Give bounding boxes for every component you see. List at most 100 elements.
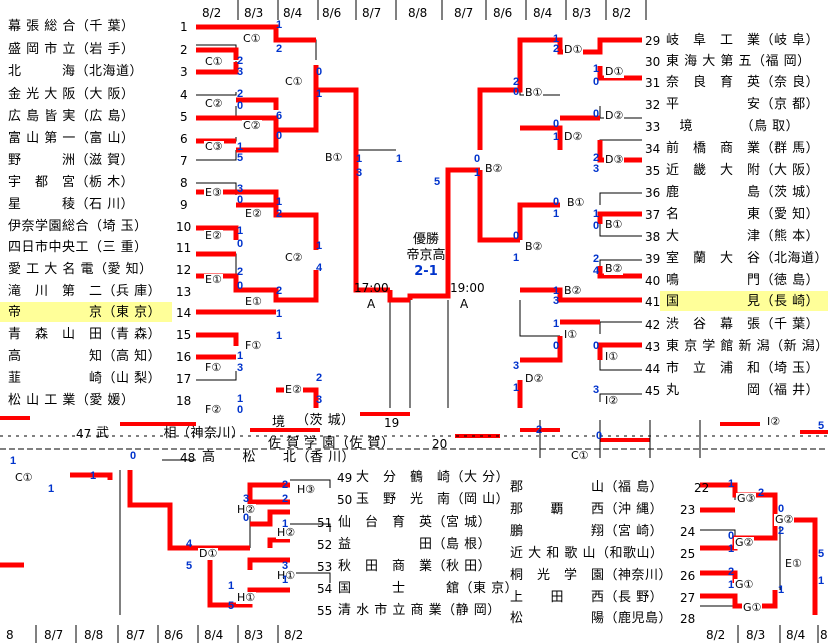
- score: 0: [237, 100, 244, 112]
- score: 1: [553, 33, 560, 45]
- date: 8: [6, 628, 14, 642]
- match-label: D②: [604, 109, 625, 122]
- team-name: 宇 都 宮（栃 木）: [8, 175, 135, 190]
- match-label: I①: [604, 350, 620, 363]
- team-name: 秋 田 商 業（秋 田）: [338, 559, 492, 574]
- team-name: 境 （鳥 取）: [666, 119, 800, 134]
- team-number: 4: [180, 88, 188, 102]
- date: 8/2: [284, 628, 304, 642]
- score: 0: [593, 340, 600, 352]
- score: 1: [553, 318, 560, 330]
- score: 2: [276, 43, 283, 55]
- team-number: 19: [384, 416, 400, 430]
- team-number: 11: [176, 241, 192, 255]
- team-name: 幕 張 総 合（千 葉）: [8, 19, 135, 34]
- team-name: 近 畿 大 附（大 阪）: [666, 163, 820, 178]
- match-label: C①: [284, 75, 304, 88]
- team-number: 47: [76, 427, 92, 441]
- score: 1: [276, 308, 283, 320]
- date: 8/8: [84, 628, 104, 642]
- team-name: 那 覇 西（沖 縄）: [510, 502, 664, 517]
- match-label: B①: [566, 196, 586, 209]
- match-label: H①: [276, 569, 297, 582]
- team-name: 韮 崎（山 梨）: [8, 371, 162, 386]
- team-name: 平 安（京 都）: [666, 97, 820, 112]
- score: 1: [276, 330, 283, 342]
- team-number: 27: [680, 591, 696, 605]
- match-label: G①: [734, 578, 755, 591]
- score: 0: [237, 238, 244, 250]
- score: 1: [474, 167, 481, 179]
- score: 1: [282, 518, 289, 530]
- match-label: E②: [244, 207, 263, 220]
- team-name: 丸 岡（福 井）: [666, 383, 820, 398]
- team-number: 55: [317, 604, 333, 618]
- final-title: 優勝: [412, 232, 439, 247]
- score: 3: [513, 360, 520, 372]
- date: 8/7: [454, 6, 474, 20]
- team-name-champion: 帝 京（東 京）: [8, 305, 162, 320]
- team-name-fragment: 佐 賀 学 園（佐 賀）: [268, 436, 395, 451]
- match-label: G③: [736, 492, 757, 505]
- date: 8/3: [746, 628, 766, 642]
- team-name: 大 津（熊 本）: [666, 229, 820, 244]
- score: 3: [237, 362, 244, 374]
- team-name: 広 島 皆 実（広 島）: [8, 109, 135, 124]
- match-label: C②: [284, 251, 304, 264]
- score: 0: [778, 503, 785, 515]
- team-number: 12: [176, 263, 192, 277]
- match-label: E②: [204, 229, 223, 242]
- score: 0: [596, 430, 603, 442]
- semifinal-venue: A: [367, 297, 376, 311]
- team-number: 16: [176, 350, 192, 364]
- team-name: 高 松 北（香 川）: [202, 450, 356, 465]
- team-name: 北 海（北海道）: [8, 64, 144, 79]
- date: 8/4: [533, 6, 553, 20]
- team-name: 玉 野 光 南（岡 山）: [356, 492, 510, 507]
- team-number: 40: [645, 274, 661, 288]
- team-number: 29: [645, 34, 661, 48]
- team-number: 51: [317, 516, 333, 530]
- team-name: 鳴 門（徳 島）: [666, 273, 820, 288]
- match-label: E①: [784, 557, 803, 570]
- match-label: B①: [604, 218, 624, 231]
- score: 2: [282, 479, 289, 491]
- glitch-black: [0, 420, 828, 458]
- match-label: C①: [14, 471, 34, 484]
- team-name: 上 田 西（長 野）: [510, 590, 664, 605]
- team-number: 32: [645, 98, 661, 112]
- score: 4: [593, 265, 600, 277]
- score: 5: [228, 600, 235, 612]
- score: 2: [553, 43, 560, 55]
- team-name: 松 陽（鹿児島）: [510, 611, 673, 626]
- team-number: 7: [180, 154, 188, 168]
- team-name: 鹿 島（茨 城）: [666, 185, 820, 200]
- score: 3: [282, 560, 289, 572]
- team-name: 岐 阜 工 業（岐 阜）: [666, 33, 820, 48]
- score: 2: [316, 372, 323, 384]
- match-label: D③: [604, 153, 625, 166]
- score: 3: [237, 183, 244, 195]
- team-name: 国 士 舘（東 京）: [338, 581, 519, 596]
- score: 1: [728, 543, 735, 555]
- team-name: 近 大 和 歌 山（和歌山）: [510, 546, 664, 561]
- team-number: 37: [645, 208, 661, 222]
- score: 1: [316, 240, 323, 252]
- match-label: F②: [204, 403, 223, 416]
- team-number: 52: [317, 538, 333, 552]
- team-number: 39: [645, 252, 661, 266]
- team-name: 愛 工 大 名 電（愛 知）: [8, 262, 153, 277]
- score: 0: [593, 108, 600, 120]
- team-number: 8: [180, 176, 188, 190]
- score: 4: [186, 538, 193, 550]
- date: 8: [820, 628, 828, 642]
- score: 2: [778, 525, 785, 537]
- team-name: 渋 谷 幕 張（千 葉）: [666, 317, 820, 332]
- team-number: 43: [645, 340, 661, 354]
- date: 8/4: [786, 628, 806, 642]
- date: 8/6: [493, 6, 513, 20]
- score: 1: [593, 63, 600, 75]
- match-label: F①: [244, 339, 263, 352]
- score: 1: [553, 131, 560, 143]
- score: 0: [553, 118, 560, 130]
